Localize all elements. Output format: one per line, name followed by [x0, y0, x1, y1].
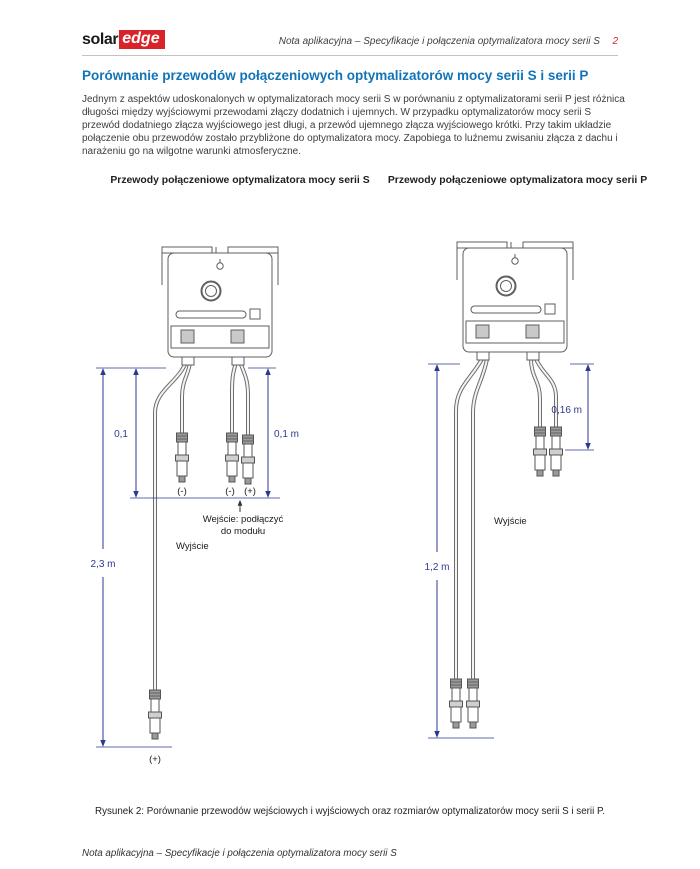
mc4-connector-input-plus	[241, 434, 255, 485]
logo-text-solar: solar	[82, 30, 119, 48]
dim-input-p: 0,16 m	[551, 405, 582, 416]
output-label-p: Wyjście	[494, 516, 527, 527]
doc-reference: Nota aplikacyjna – Specyfikacje i połącz…	[278, 36, 600, 47]
dim-input-left-s: 0,1	[114, 429, 128, 440]
page-footer: Nota aplikacyjna – Specyfikacje i połącz…	[82, 848, 397, 859]
header-right: Nota aplikacyjna – Specyfikacje i połącz…	[279, 31, 618, 49]
mc4-connector-output-plus	[148, 689, 162, 740]
series-s-dimensions	[96, 367, 280, 748]
label-plus-bottom-s: (+)	[149, 754, 161, 765]
page-number: 2	[612, 36, 618, 47]
mc4-connector-input-1-p	[533, 426, 547, 477]
input-note-line2: do modułu	[221, 526, 265, 537]
logo-text-edge: edge	[119, 30, 165, 49]
mc4-connector-input-2-p	[549, 426, 563, 477]
optimizer-s-body	[161, 246, 279, 366]
mc4-connector-output-minus	[175, 432, 189, 483]
output-label-s: Wyjście	[176, 541, 209, 552]
label-pair-minus-s: (-)	[225, 486, 235, 497]
figure-label-series-p: Przewody połączeniowe optymalizatora moc…	[387, 175, 648, 186]
diagram-series-p: 0,16 m 1,2 m Wyjście	[424, 241, 594, 739]
optimizer-p-body	[456, 241, 574, 361]
figure-caption: Rysunek 2: Porównanie przewodów wejściow…	[95, 806, 605, 817]
body-paragraph: Jednym z aspektów udoskonalonych w optym…	[82, 94, 625, 157]
section-title: Porównanie przewodów połączeniowych opty…	[82, 68, 589, 83]
diagram-series-s: 0,1 0,1 m 2,3 m (-) (-) (+) Wejście: pod…	[90, 246, 299, 765]
figure-label-series-s: Przewody połączeniowe optymalizatora moc…	[110, 175, 370, 186]
input-note-line1: Wejście: podłączyć	[203, 514, 284, 525]
dim-output-p: 1,2 m	[424, 562, 449, 573]
label-minus-s: (-)	[177, 486, 187, 497]
mc4-connector-output-2-p	[466, 678, 480, 729]
dim-output-s: 2,3 m	[90, 559, 115, 570]
mc4-connector-output-1-p	[449, 678, 463, 729]
mc4-connector-input-minus	[225, 432, 239, 483]
label-pair-plus-s: (+)	[244, 486, 256, 497]
dim-input-right-s: 0,1 m	[274, 429, 299, 440]
series-p-dimensions	[428, 363, 594, 739]
